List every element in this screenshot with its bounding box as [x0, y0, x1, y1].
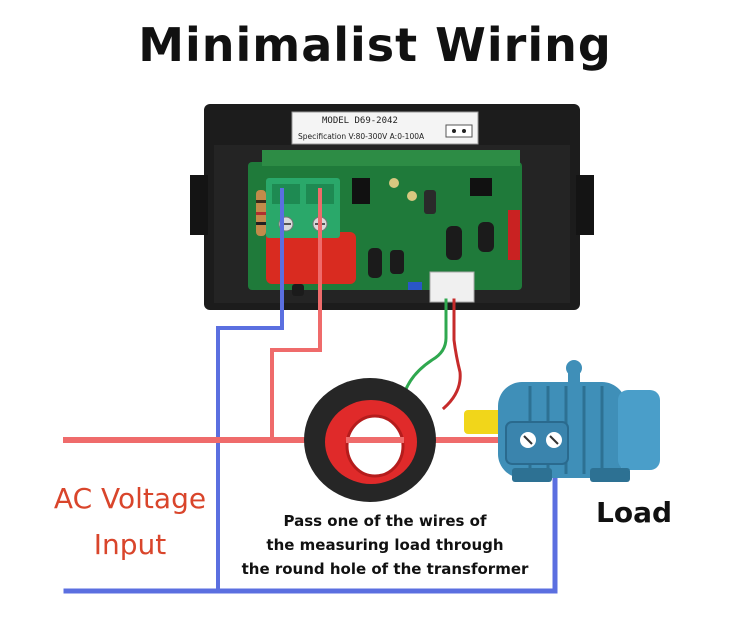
ac-voltage-input-label-line1: AC Voltage	[53, 482, 207, 515]
neutral-wire-main	[63, 445, 558, 594]
instruction-note-line2: the measuring load through	[266, 536, 504, 554]
instruction-note-line1: Pass one of the wires of	[283, 512, 487, 530]
motor-load	[464, 360, 660, 482]
wiring	[63, 188, 558, 594]
live-wire-to-meter	[270, 188, 322, 442]
neutral-wire-to-meter	[216, 188, 284, 593]
ac-voltage-input-label-line2: Input	[93, 528, 167, 561]
diagram-title: Minimalist Wiring	[138, 18, 612, 72]
model-text: MODEL D69-2042	[322, 116, 398, 126]
load-label: Load	[596, 496, 673, 529]
instruction-note-line3: the round hole of the transformer	[241, 560, 529, 578]
x-capacitor	[266, 232, 356, 284]
circuit-board	[248, 150, 522, 303]
spec-text: Specification V:80-300V A:0-100A	[298, 132, 425, 141]
ct-sense-wire-red	[441, 298, 462, 411]
current-transformer	[304, 378, 436, 502]
ct-sense-wire-green	[400, 298, 448, 406]
